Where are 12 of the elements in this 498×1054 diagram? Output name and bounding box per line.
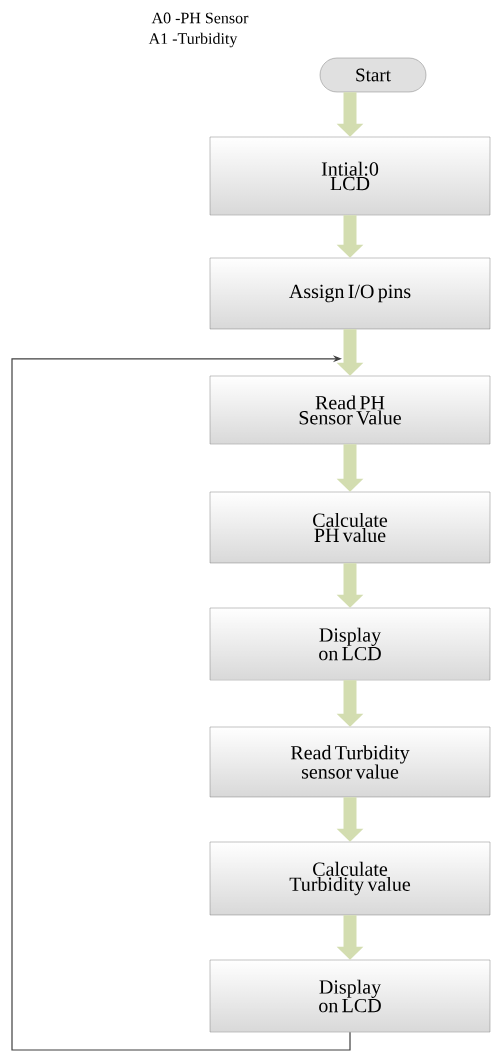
process-box: Read PH Sensor Value [209, 375, 491, 445]
process-box: Display on LCD [209, 607, 491, 681]
process-box: Calculate PH value [209, 491, 491, 564]
pin-label: A1 -Turbidity [148, 32, 238, 48]
start-terminal: Start [319, 57, 427, 93]
process-box: Calculate Turbidity value [209, 841, 491, 916]
process-box: Intial:0 LCD [209, 136, 491, 216]
pin-label: A0 -PH Sensor [151, 12, 249, 24]
process-box: Assign I/O pins [209, 257, 491, 330]
process-box: Read Turbidity sensor value [209, 726, 491, 798]
loop-arrow [11, 355, 351, 1051]
process-box: Display on LCD [209, 959, 491, 1033]
